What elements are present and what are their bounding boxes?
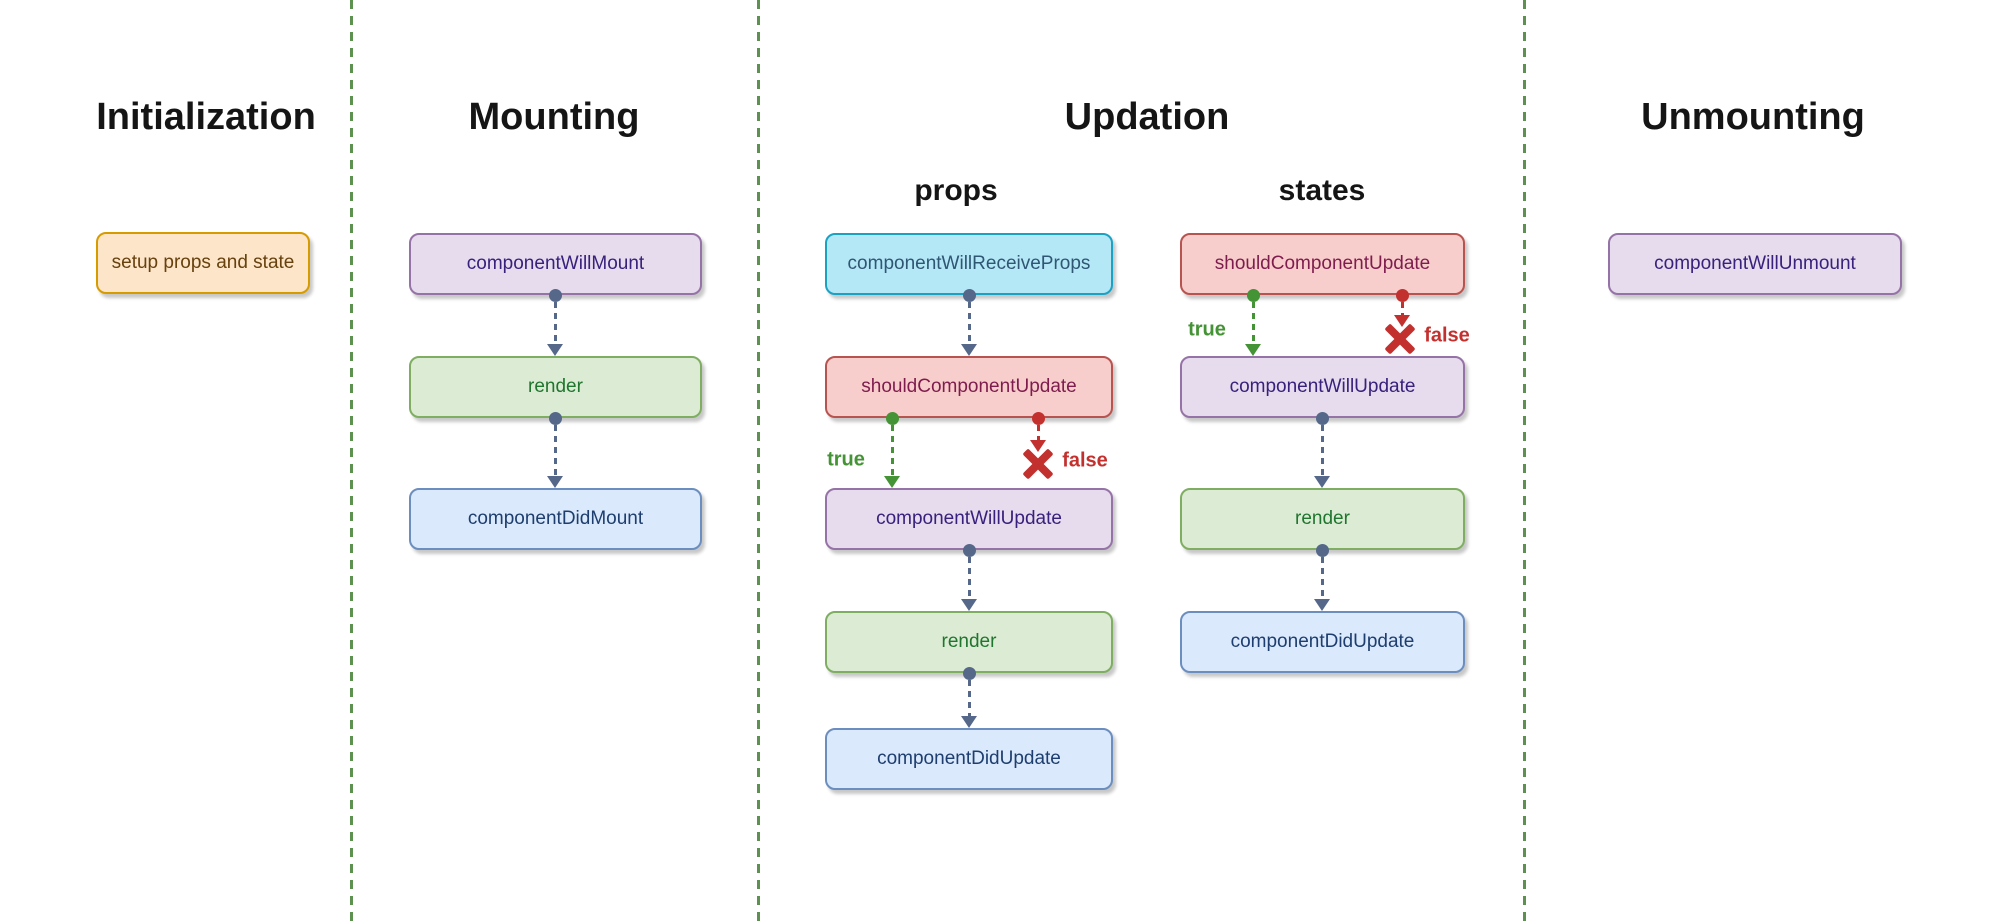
arrow-head-icon: [884, 476, 900, 488]
node-shouldComponentUpdate-states: shouldComponentUpdate: [1180, 233, 1465, 295]
arrow-origin-dot-icon: [1031, 412, 1045, 425]
node-label: componentDidUpdate: [1230, 631, 1415, 652]
node-componentWillReceiveProps: componentWillReceiveProps: [825, 233, 1113, 295]
node-componentDidUpdate-props: componentDidUpdate: [825, 728, 1113, 790]
section-title-unmounting: Unmounting: [1641, 96, 1865, 138]
flow-arrow-icon: [961, 544, 977, 611]
arrow-origin-dot-icon: [1395, 289, 1409, 302]
false-branch-arrow-icon: [1394, 289, 1410, 327]
node-label: componentWillMount: [466, 253, 645, 274]
node-componentDidUpdate-states: componentDidUpdate: [1180, 611, 1465, 673]
arrow-shaft: [1320, 425, 1324, 476]
true-branch-label: true: [827, 448, 865, 471]
section-title-updation: Updation: [1064, 96, 1230, 138]
node-render-states: render: [1180, 488, 1465, 550]
false-x-icon: [1384, 323, 1416, 355]
subcolumn-title-states: states: [1278, 174, 1366, 207]
arrow-shaft: [967, 557, 971, 599]
true-branch-arrow-icon: [884, 412, 900, 488]
node-componentDidMount: componentDidMount: [409, 488, 702, 550]
flow-arrow-icon: [961, 667, 977, 728]
section-divider: [1523, 0, 1526, 924]
arrow-head-icon: [961, 599, 977, 611]
arrow-origin-dot-icon: [962, 667, 976, 680]
section-title-initialization: Initialization: [96, 96, 316, 138]
arrow-shaft: [1251, 302, 1255, 344]
arrow-shaft: [1400, 302, 1404, 315]
arrow-head-icon: [547, 476, 563, 488]
node-render-mounting: render: [409, 356, 702, 418]
subcolumn-title-props: props: [914, 174, 998, 207]
arrow-shaft: [967, 680, 971, 716]
flow-arrow-icon: [547, 412, 563, 488]
node-render-props: render: [825, 611, 1113, 673]
flow-arrow-icon: [1314, 412, 1330, 488]
node-label: componentDidMount: [467, 508, 644, 529]
arrow-origin-dot-icon: [548, 412, 562, 425]
arrow-head-icon: [961, 344, 977, 356]
arrow-head-icon: [1314, 599, 1330, 611]
node-componentWillUpdate-states: componentWillUpdate: [1180, 356, 1465, 418]
node-label: componentWillUpdate: [1229, 376, 1416, 397]
arrow-origin-dot-icon: [1315, 412, 1329, 425]
node-label: setup props and state: [111, 252, 295, 273]
node-setup-props-and-state: setup props and state: [96, 232, 310, 294]
arrow-origin-dot-icon: [962, 289, 976, 302]
arrow-head-icon: [1314, 476, 1330, 488]
node-label: componentDidUpdate: [877, 748, 1061, 769]
flow-arrow-icon: [1314, 544, 1330, 611]
false-branch-arrow-icon: [1030, 412, 1046, 452]
section-divider: [757, 0, 760, 924]
true-branch-arrow-icon: [1245, 289, 1261, 356]
arrow-shaft: [967, 302, 971, 344]
arrow-head-icon: [547, 344, 563, 356]
arrow-shaft: [1036, 425, 1040, 440]
node-label: render: [1295, 508, 1350, 529]
arrow-origin-dot-icon: [885, 412, 899, 425]
node-label: render: [941, 631, 997, 652]
false-x-icon: [1022, 448, 1054, 480]
node-label: componentWillUpdate: [876, 508, 1062, 529]
arrow-origin-dot-icon: [548, 289, 562, 302]
arrow-shaft: [553, 302, 557, 344]
node-componentWillMount: componentWillMount: [409, 233, 702, 295]
arrow-head-icon: [1245, 344, 1261, 356]
arrow-shaft: [553, 425, 557, 476]
node-componentWillUnmount: componentWillUnmount: [1608, 233, 1902, 295]
arrow-origin-dot-icon: [1246, 289, 1260, 302]
node-label: componentWillReceiveProps: [847, 253, 1091, 274]
arrow-origin-dot-icon: [962, 544, 976, 557]
arrow-shaft: [890, 425, 894, 476]
node-shouldComponentUpdate-props: shouldComponentUpdate: [825, 356, 1113, 418]
node-label: render: [528, 376, 583, 397]
false-branch-label: false: [1424, 324, 1470, 347]
arrow-origin-dot-icon: [1315, 544, 1329, 557]
true-branch-label: true: [1188, 318, 1226, 341]
arrow-shaft: [1320, 557, 1324, 599]
false-branch-label: false: [1062, 449, 1108, 472]
section-title-mounting: Mounting: [468, 96, 640, 138]
flow-arrow-icon: [961, 289, 977, 356]
node-label: componentWillUnmount: [1654, 253, 1856, 274]
flow-arrow-icon: [547, 289, 563, 356]
section-divider: [350, 0, 353, 924]
node-componentWillUpdate-props: componentWillUpdate: [825, 488, 1113, 550]
node-label: shouldComponentUpdate: [1214, 253, 1431, 274]
node-label: shouldComponentUpdate: [861, 376, 1077, 397]
arrow-head-icon: [961, 716, 977, 728]
